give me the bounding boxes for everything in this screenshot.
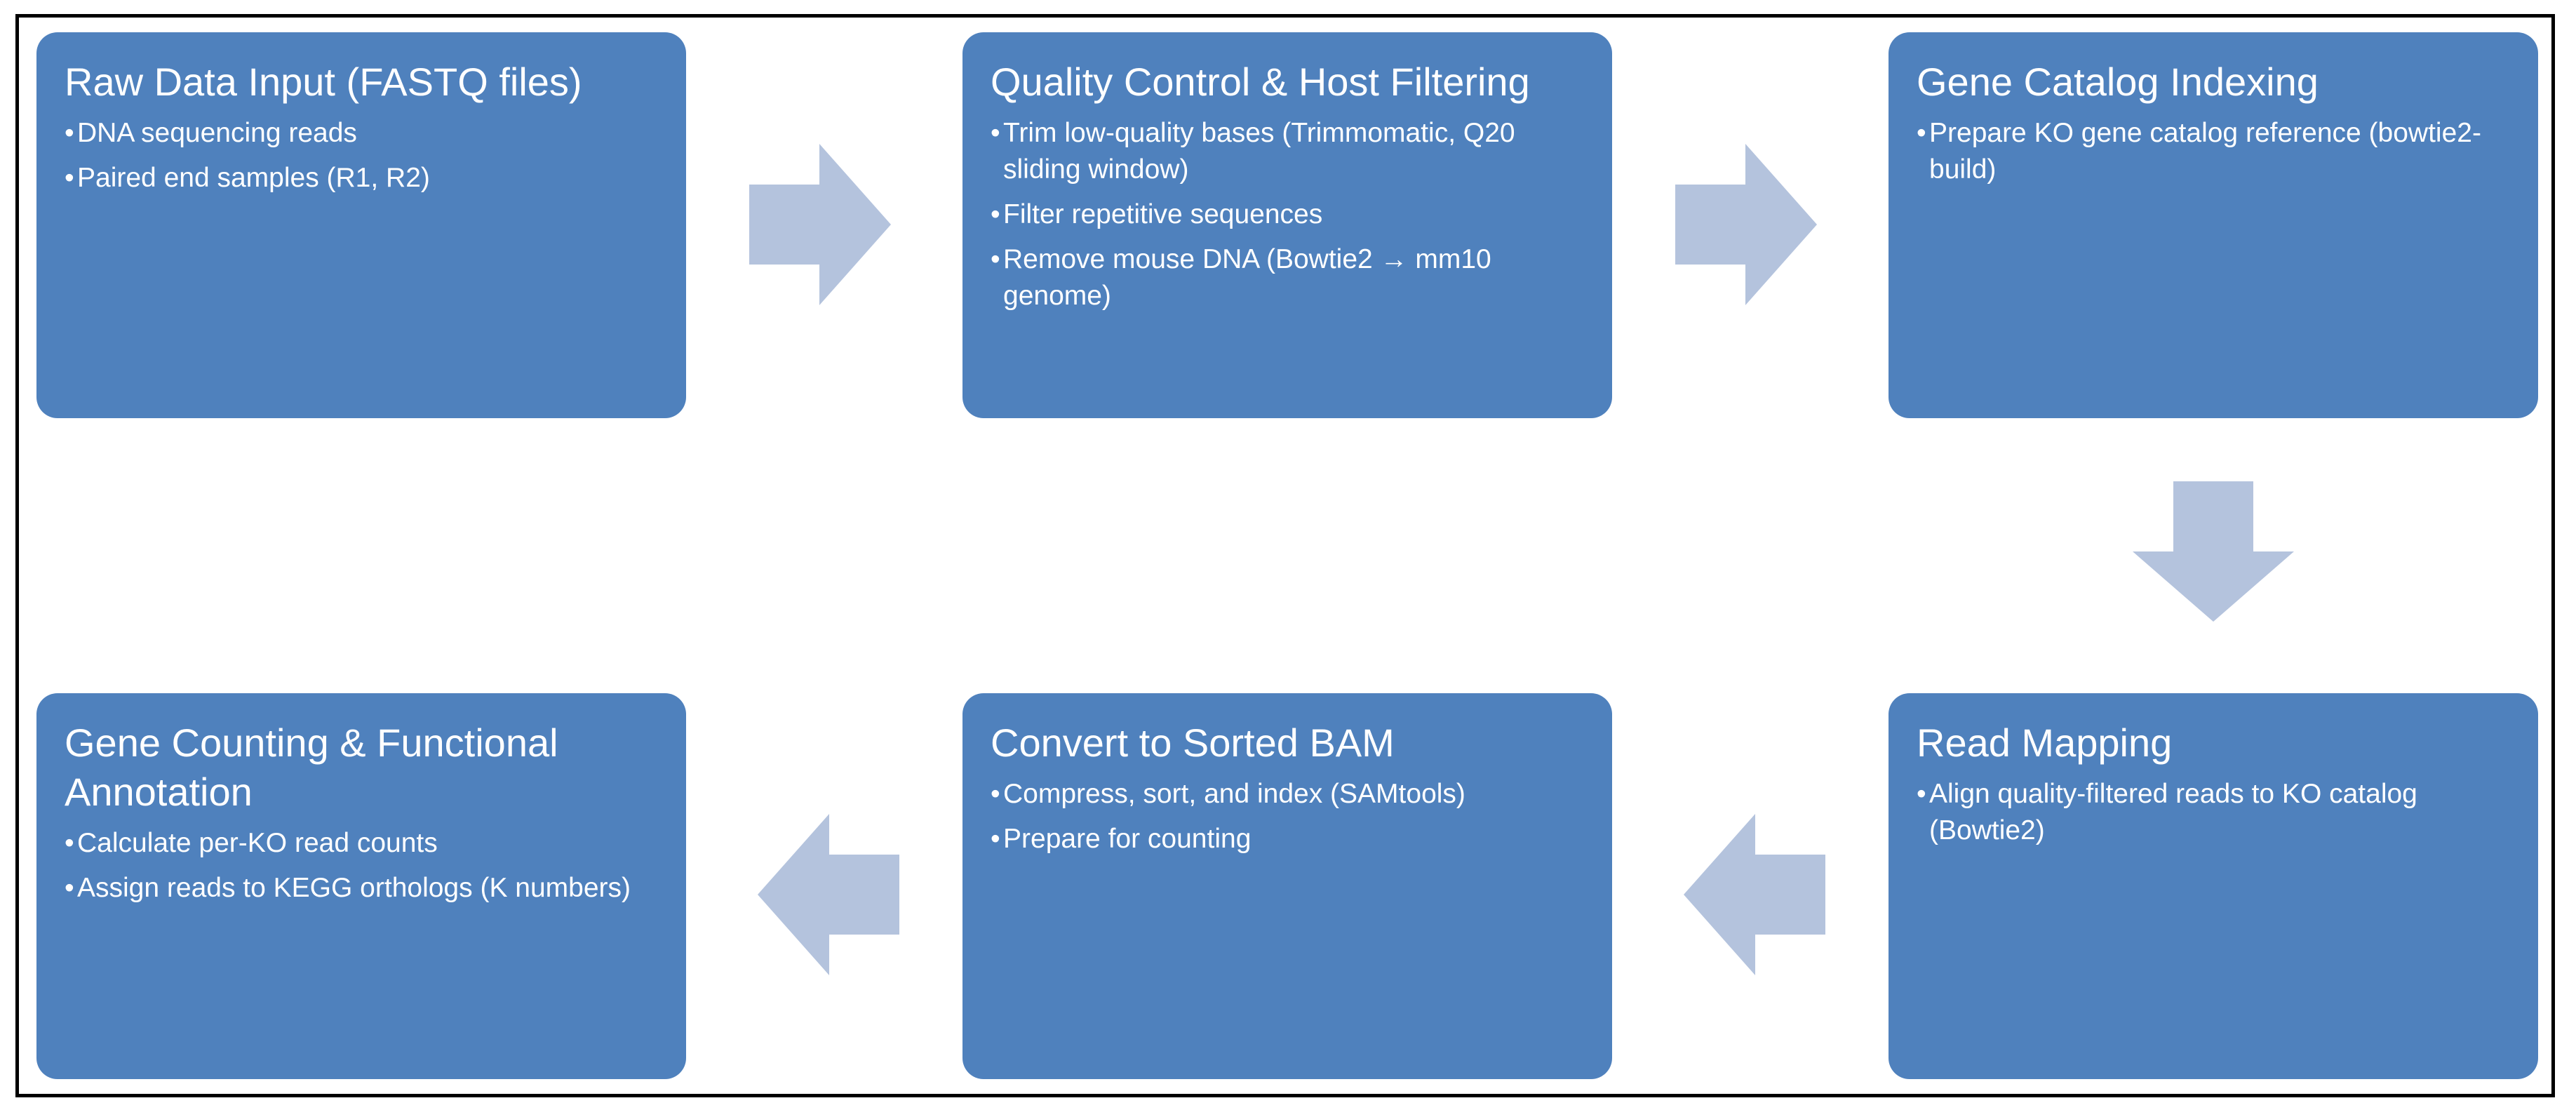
step-item: Prepare for counting: [991, 821, 1587, 857]
arrow-left-icon: [758, 814, 899, 975]
step-title: Raw Data Input (FASTQ files): [65, 60, 582, 104]
step-title: Gene Counting & Functional Annotation: [65, 721, 558, 814]
step-items: Compress, sort, and index (SAMtools) Pre…: [991, 776, 1587, 857]
step-items: Trim low-quality bases (Trimmomatic, Q20…: [991, 115, 1587, 314]
step-item: Align quality-filtered reads to KO catal…: [1917, 776, 2513, 849]
step-item: Prepare KO gene catalog reference (bowti…: [1917, 115, 2513, 188]
step-items: Prepare KO gene catalog reference (bowti…: [1917, 115, 2513, 188]
arrow-left-icon: [1684, 814, 1825, 975]
step-gene-counting: Gene Counting & Functional Annotation Ca…: [36, 693, 686, 1079]
step-item: Paired end samples (R1, R2): [65, 160, 661, 196]
step-title: Read Mapping: [1917, 721, 2173, 765]
step-title: Convert to Sorted BAM: [991, 721, 1395, 765]
step-gene-catalog-indexing: Gene Catalog Indexing Prepare KO gene ca…: [1889, 32, 2538, 418]
step-item: DNA sequencing reads: [65, 115, 661, 152]
step-raw-data-input: Raw Data Input (FASTQ files) DNA sequenc…: [36, 32, 686, 418]
step-item: Trim low-quality bases (Trimmomatic, Q20…: [991, 115, 1587, 188]
step-items: Calculate per-KO read counts Assign read…: [65, 825, 661, 907]
step-item: Compress, sort, and index (SAMtools): [991, 776, 1587, 812]
arrow-right-icon: [1675, 144, 1817, 305]
step-item: Filter repetitive sequences: [991, 196, 1587, 233]
step-items: DNA sequencing reads Paired end samples …: [65, 115, 661, 196]
step-convert-sorted-bam: Convert to Sorted BAM Compress, sort, an…: [962, 693, 1612, 1079]
step-item: Remove mouse DNA (Bowtie2 → mm10 genome): [991, 241, 1587, 314]
step-items: Align quality-filtered reads to KO catal…: [1917, 776, 2513, 849]
arrow-down-icon: [2133, 481, 2294, 622]
step-quality-control: Quality Control & Host Filtering Trim lo…: [962, 32, 1612, 418]
step-title: Gene Catalog Indexing: [1917, 60, 2319, 104]
step-title: Quality Control & Host Filtering: [991, 60, 1530, 104]
step-item: Assign reads to KEGG orthologs (K number…: [65, 870, 661, 907]
step-read-mapping: Read Mapping Align quality-filtered read…: [1889, 693, 2538, 1079]
step-item: Calculate per-KO read counts: [65, 825, 661, 862]
arrow-right-icon: [749, 144, 891, 305]
